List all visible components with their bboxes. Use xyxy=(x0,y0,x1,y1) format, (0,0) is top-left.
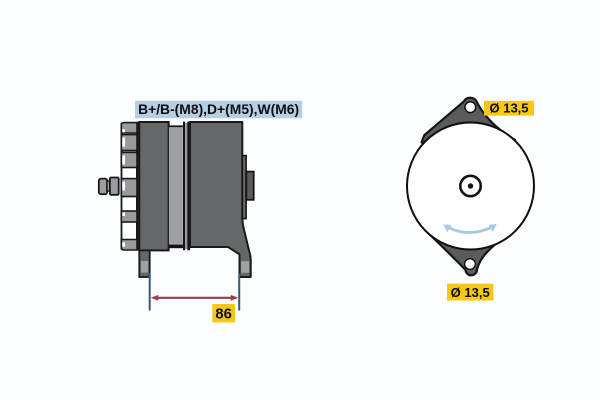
svg-text:Ø 13,5: Ø 13,5 xyxy=(489,100,528,115)
svg-text:B+/B-(M8),D+(M5),W(M6): B+/B-(M8),D+(M5),W(M6) xyxy=(138,102,299,117)
svg-text:Ø 13,5: Ø 13,5 xyxy=(451,285,490,300)
svg-text:86: 86 xyxy=(215,307,231,323)
